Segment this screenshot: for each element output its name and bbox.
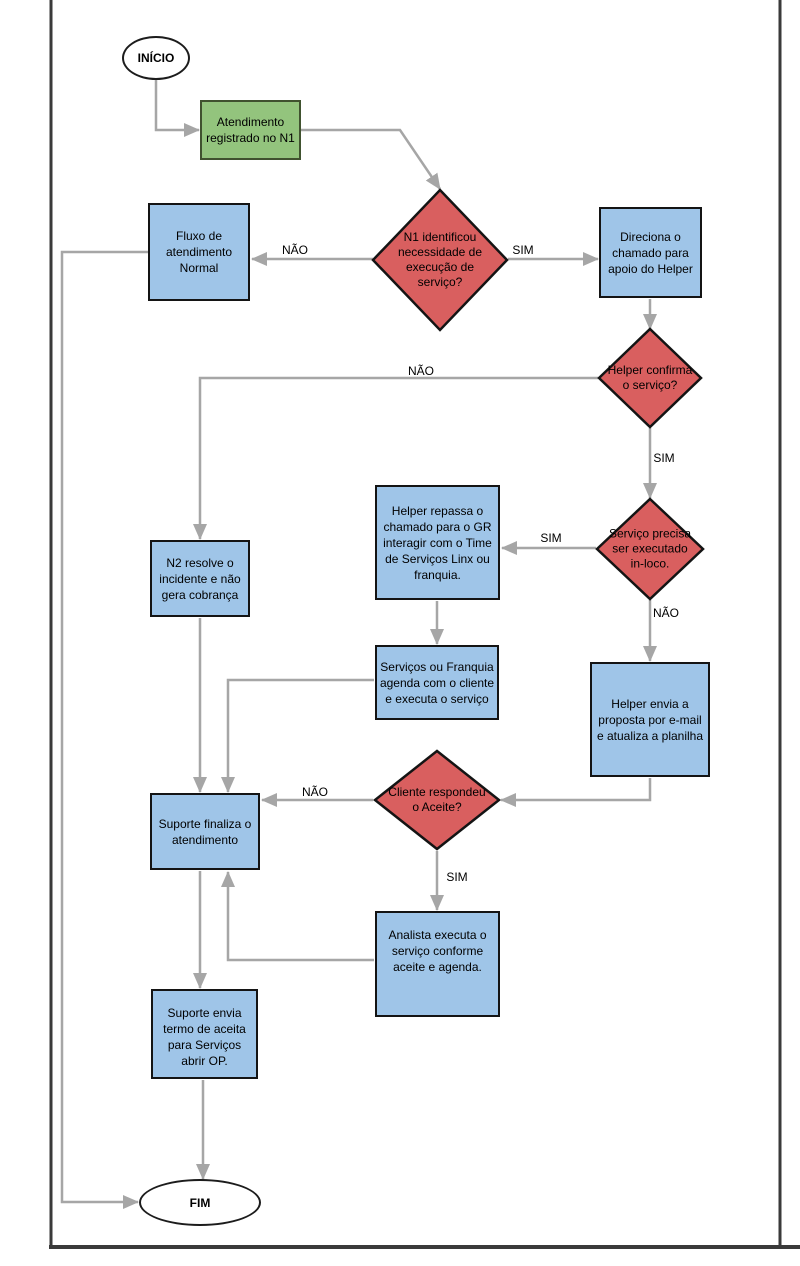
edge-helper-nao-to-n2 <box>193 376 598 540</box>
terminator-fim-label: FIM <box>189 1195 211 1210</box>
process-helper-repassa-label: Helper repassa o chamado para o GR inter… <box>383 503 492 582</box>
edge-analista-to-finaliza <box>221 871 374 962</box>
process-fluxo-normal: Fluxo de atendimento Normal <box>148 203 250 301</box>
edge-atendimento-to-n1-decision <box>301 128 442 190</box>
process-helper-envia-label: Helper envia a proposta por e-mail e atu… <box>596 696 704 743</box>
edge-label-aceite-sim: SIM <box>446 870 468 884</box>
decision-cliente-aceite-shape <box>372 749 502 851</box>
terminator-fim: FIM <box>139 1179 261 1226</box>
edge-inicio-to-atendimento <box>154 80 200 137</box>
terminator-inicio-label: INÍCIO <box>137 51 175 65</box>
process-n2-resolve: N2 resolve o incidente e não gera cobran… <box>150 540 250 617</box>
process-suporte-finaliza: Suporte finaliza o atendimento <box>150 793 260 870</box>
decision-n1-identificou-shape <box>371 188 509 332</box>
decision-helper-confirma-label: Helper confirma o serviço? <box>607 363 693 392</box>
decision-cliente-aceite-label: Cliente respondeu o Aceite? <box>388 785 486 814</box>
process-n2-resolve-label: N2 resolve o incidente e não gera cobran… <box>159 555 241 602</box>
edge-label-helper-nao: NÃO <box>407 364 435 378</box>
decision-servico-inloco-shape <box>595 497 705 601</box>
edge-label-n1-nao: NÃO <box>281 243 309 257</box>
edge-envia-to-aceite <box>500 778 652 807</box>
edge-label-inloco-nao: NÃO <box>652 606 680 620</box>
process-atendimento-n1: Atendimento registrado no N1 <box>200 100 301 160</box>
edge-fluxo-normal-to-fim <box>60 250 148 1209</box>
terminator-inicio: INÍCIO <box>122 36 190 80</box>
process-servicos-agenda-label: Serviços ou Franquia agenda com o client… <box>379 659 495 706</box>
decision-helper-confirma-shape <box>597 327 703 429</box>
process-atendimento-n1-label: Atendimento registrado no N1 <box>206 115 295 145</box>
process-servicos-agenda: Serviços ou Franquia agenda com o client… <box>375 645 499 720</box>
process-direciona-helper: Direciona o chamado para apoio do Helper <box>599 207 702 298</box>
process-suporte-envia: Suporte envia termo de aceita para Servi… <box>151 989 258 1079</box>
process-direciona-helper-label: Direciona o chamado para apoio do Helper <box>608 229 693 276</box>
decision-servico-inloco-label: Serviço precisa ser executado in-loco. <box>608 526 692 571</box>
decision-n1-identificou-label: N1 identificou necessidade de execução d… <box>397 230 483 289</box>
process-fluxo-normal-label: Fluxo de atendimento Normal <box>165 229 233 275</box>
edge-label-helper-sim: SIM <box>653 451 675 465</box>
process-helper-repassa: Helper repassa o chamado para o GR inter… <box>375 485 500 600</box>
process-suporte-envia-label: Suporte envia termo de aceita para Servi… <box>163 1006 246 1068</box>
process-suporte-finaliza-label: Suporte finaliza o atendimento <box>158 816 252 847</box>
process-helper-envia: Helper envia a proposta por e-mail e atu… <box>590 662 710 777</box>
edge-label-inloco-sim: SIM <box>540 531 562 545</box>
edge-label-n1-sim: SIM <box>512 243 534 257</box>
edge-label-aceite-nao: NÃO <box>301 785 329 799</box>
process-analista-executa-label: Analista executa o serviço conforme acei… <box>388 928 487 974</box>
edge-servicos-to-finaliza <box>221 678 374 793</box>
process-analista-executa: Analista executa o serviço conforme acei… <box>375 911 500 1017</box>
